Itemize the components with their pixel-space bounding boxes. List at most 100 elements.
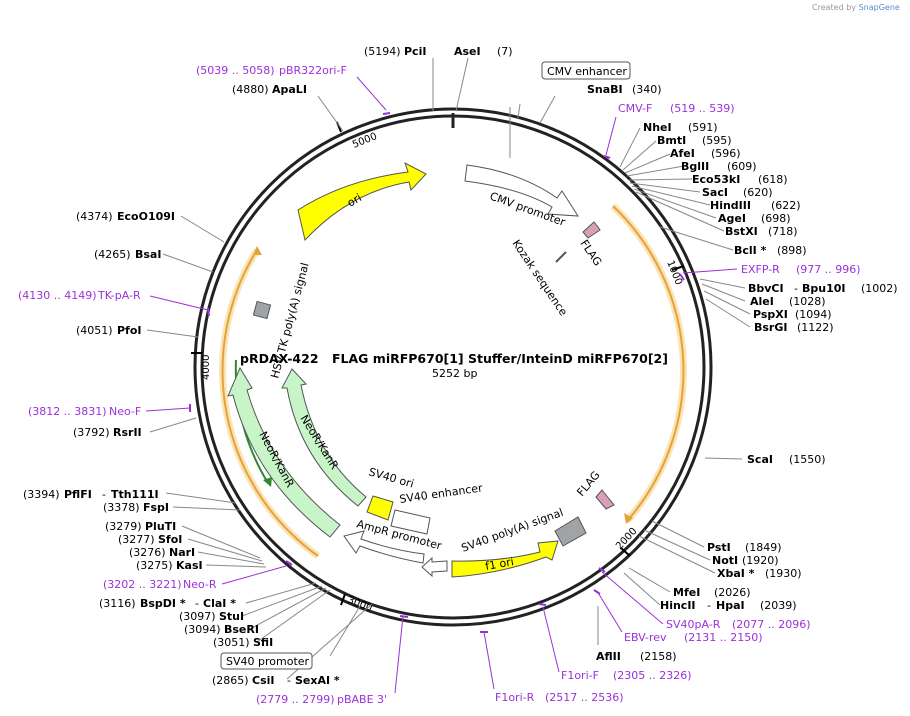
site-eco53ki-pos: (618)	[758, 173, 788, 186]
site-stui-pos: (3097)	[179, 610, 216, 623]
site-xbai-pos: (1930)	[765, 567, 802, 580]
site-sfii: SfiI	[253, 636, 273, 649]
site-bglii-pos: (609)	[727, 160, 757, 173]
site-pfoi: PfoI	[117, 324, 142, 337]
site-psti-pos: (1849)	[745, 541, 782, 554]
site-nari-pos: (3276)	[129, 546, 166, 559]
tick-3000: 3000	[346, 595, 374, 615]
site-pflfi: PflFI	[64, 488, 92, 501]
primer-ebv-rev: EBV-rev	[624, 631, 667, 644]
site-asei: AseI	[454, 45, 481, 58]
site-fspi-pos: (3378)	[103, 501, 140, 514]
primer-exfp-r-range: (977 .. 996)	[796, 263, 861, 276]
primer-pbabe3-range: (2779 .. 2799)	[256, 693, 335, 706]
kozak-label: Kozak sequence	[510, 237, 571, 318]
primer-sv40pa-r-range: (2077 .. 2096)	[732, 618, 811, 631]
primer-f1ori-r-range: (2517 .. 2536)	[545, 691, 624, 704]
site-ecoo109i: EcoO109I	[117, 210, 175, 223]
site-sfii-pos: (3051)	[213, 636, 250, 649]
site-hpai-pos: (2039)	[760, 599, 797, 612]
site-bseri-pos: (3094)	[184, 623, 221, 636]
ampr-promoter-feature	[343, 530, 425, 564]
neor-kanr-outer-feature	[227, 366, 341, 538]
site-alei-pos: (1028)	[789, 295, 826, 308]
neor-kanr-inner-feature	[281, 368, 367, 507]
cmv-promoter-feature	[464, 164, 579, 217]
tick-5000: 5000	[351, 131, 379, 151]
flag-1-label: FLAG	[578, 237, 605, 268]
primer-marks	[189, 112, 685, 633]
tick-2000-mark	[620, 547, 631, 557]
plasmid-title: FLAG miRFP670[1] Stuffer/InteinD miRFP67…	[332, 351, 668, 366]
site-kasi-pos: (3275)	[136, 559, 173, 572]
primer-neo-r: Neo-R	[183, 578, 217, 591]
site-tth111i: Tth111I	[111, 488, 159, 501]
site-bmti: BmtI	[657, 134, 686, 147]
flag-2-feature	[595, 489, 615, 510]
site-dash-3: -	[195, 597, 199, 610]
primer-f1ori-f-range: (2305 .. 2326)	[613, 669, 692, 682]
tick-4000: 4000	[201, 355, 212, 380]
site-bsrgi: BsrGI	[754, 321, 787, 334]
site-leaders	[146, 57, 751, 680]
site-aflii: AflII	[596, 650, 621, 663]
site-pluti-pos: (3279)	[105, 520, 142, 533]
primer-neo-f-range: (3812 .. 3831)	[28, 405, 107, 418]
primer-tk-pa-r-range: (4130 .. 4149)	[18, 289, 97, 302]
primer-pbr322ori-f-range: (5039 .. 5058)	[196, 64, 275, 77]
site-hincii: HincII	[660, 599, 696, 612]
primer-pbabe3: pBABE 3'	[337, 693, 387, 706]
site-bseri: BseRI	[224, 623, 259, 636]
ori-feature	[297, 161, 427, 242]
primer-neo-r-range: (3202 .. 3221)	[103, 578, 182, 591]
site-dash-5: -	[287, 674, 291, 687]
site-bpu10i: Bpu10I	[802, 282, 846, 295]
ori-label: ori	[345, 191, 364, 209]
sv40-promoter-label: SV40 promoter	[226, 655, 310, 668]
flag-1-feature	[582, 221, 601, 239]
site-scai-pos: (1550)	[789, 453, 826, 466]
site-bpu10i-pos: (1002)	[861, 282, 898, 295]
sv40-ori-label: SV40 ori	[367, 465, 415, 490]
site-saci-pos: (620)	[743, 186, 773, 199]
primer-f1ori-r: F1ori-R	[495, 691, 535, 704]
site-pluti: PluTI	[145, 520, 176, 533]
site-snabi: SnaBI	[587, 83, 623, 96]
ampr-small-arrow	[421, 556, 448, 578]
neor-orf-arrowhead	[263, 477, 272, 487]
site-mfei: MfeI	[673, 586, 700, 599]
site-clai: ClaI *	[203, 597, 236, 610]
site-pfoi-pos: (4051)	[76, 324, 113, 337]
primer-sv40pa-r: SV40pA-R	[666, 618, 721, 631]
tick-1000-mark	[671, 265, 685, 271]
site-xbai: XbaI *	[717, 567, 755, 580]
site-kasi: KasI	[176, 559, 203, 572]
primer-cmv-f: CMV-F	[618, 102, 652, 115]
sv40-ori-feature	[366, 495, 394, 521]
primer-tk-pa-r: TK-pA-R	[97, 289, 141, 302]
miRFP-orf-arrowhead	[624, 513, 633, 524]
site-bcli: BclI *	[734, 244, 767, 257]
site-psti: PstI	[707, 541, 731, 554]
hsv-tk-polya-feature	[252, 300, 272, 320]
site-apali: ApaLI	[272, 83, 307, 96]
site-apali-pos: (4880)	[232, 83, 269, 96]
site-afei: AfeI	[670, 147, 695, 160]
f1-ori-label: f1 ori	[484, 555, 515, 573]
site-ecoo109i-pos: (4374)	[76, 210, 113, 223]
plasmid-name: pRDAX-422	[240, 351, 319, 366]
miRFP-orf-arc	[612, 205, 685, 522]
primer-ebv-rev-range: (2131 .. 2150)	[684, 631, 763, 644]
cmv-enhancer-label: CMV enhancer	[547, 65, 627, 78]
site-pcii-pos: (5194)	[364, 45, 401, 58]
site-bspdi-pos: (3116)	[99, 597, 136, 610]
site-bstxi-pos: (718)	[768, 225, 798, 238]
site-hindiii-pos: (622)	[771, 199, 801, 212]
sv40-enhancer-feature	[390, 509, 431, 535]
site-hpai: HpaI	[716, 599, 745, 612]
credit-text: Created by SnapGene	[812, 3, 900, 12]
primer-cmv-f-range: (519 .. 539)	[670, 102, 735, 115]
primer-neo-f: Neo-F	[109, 405, 141, 418]
